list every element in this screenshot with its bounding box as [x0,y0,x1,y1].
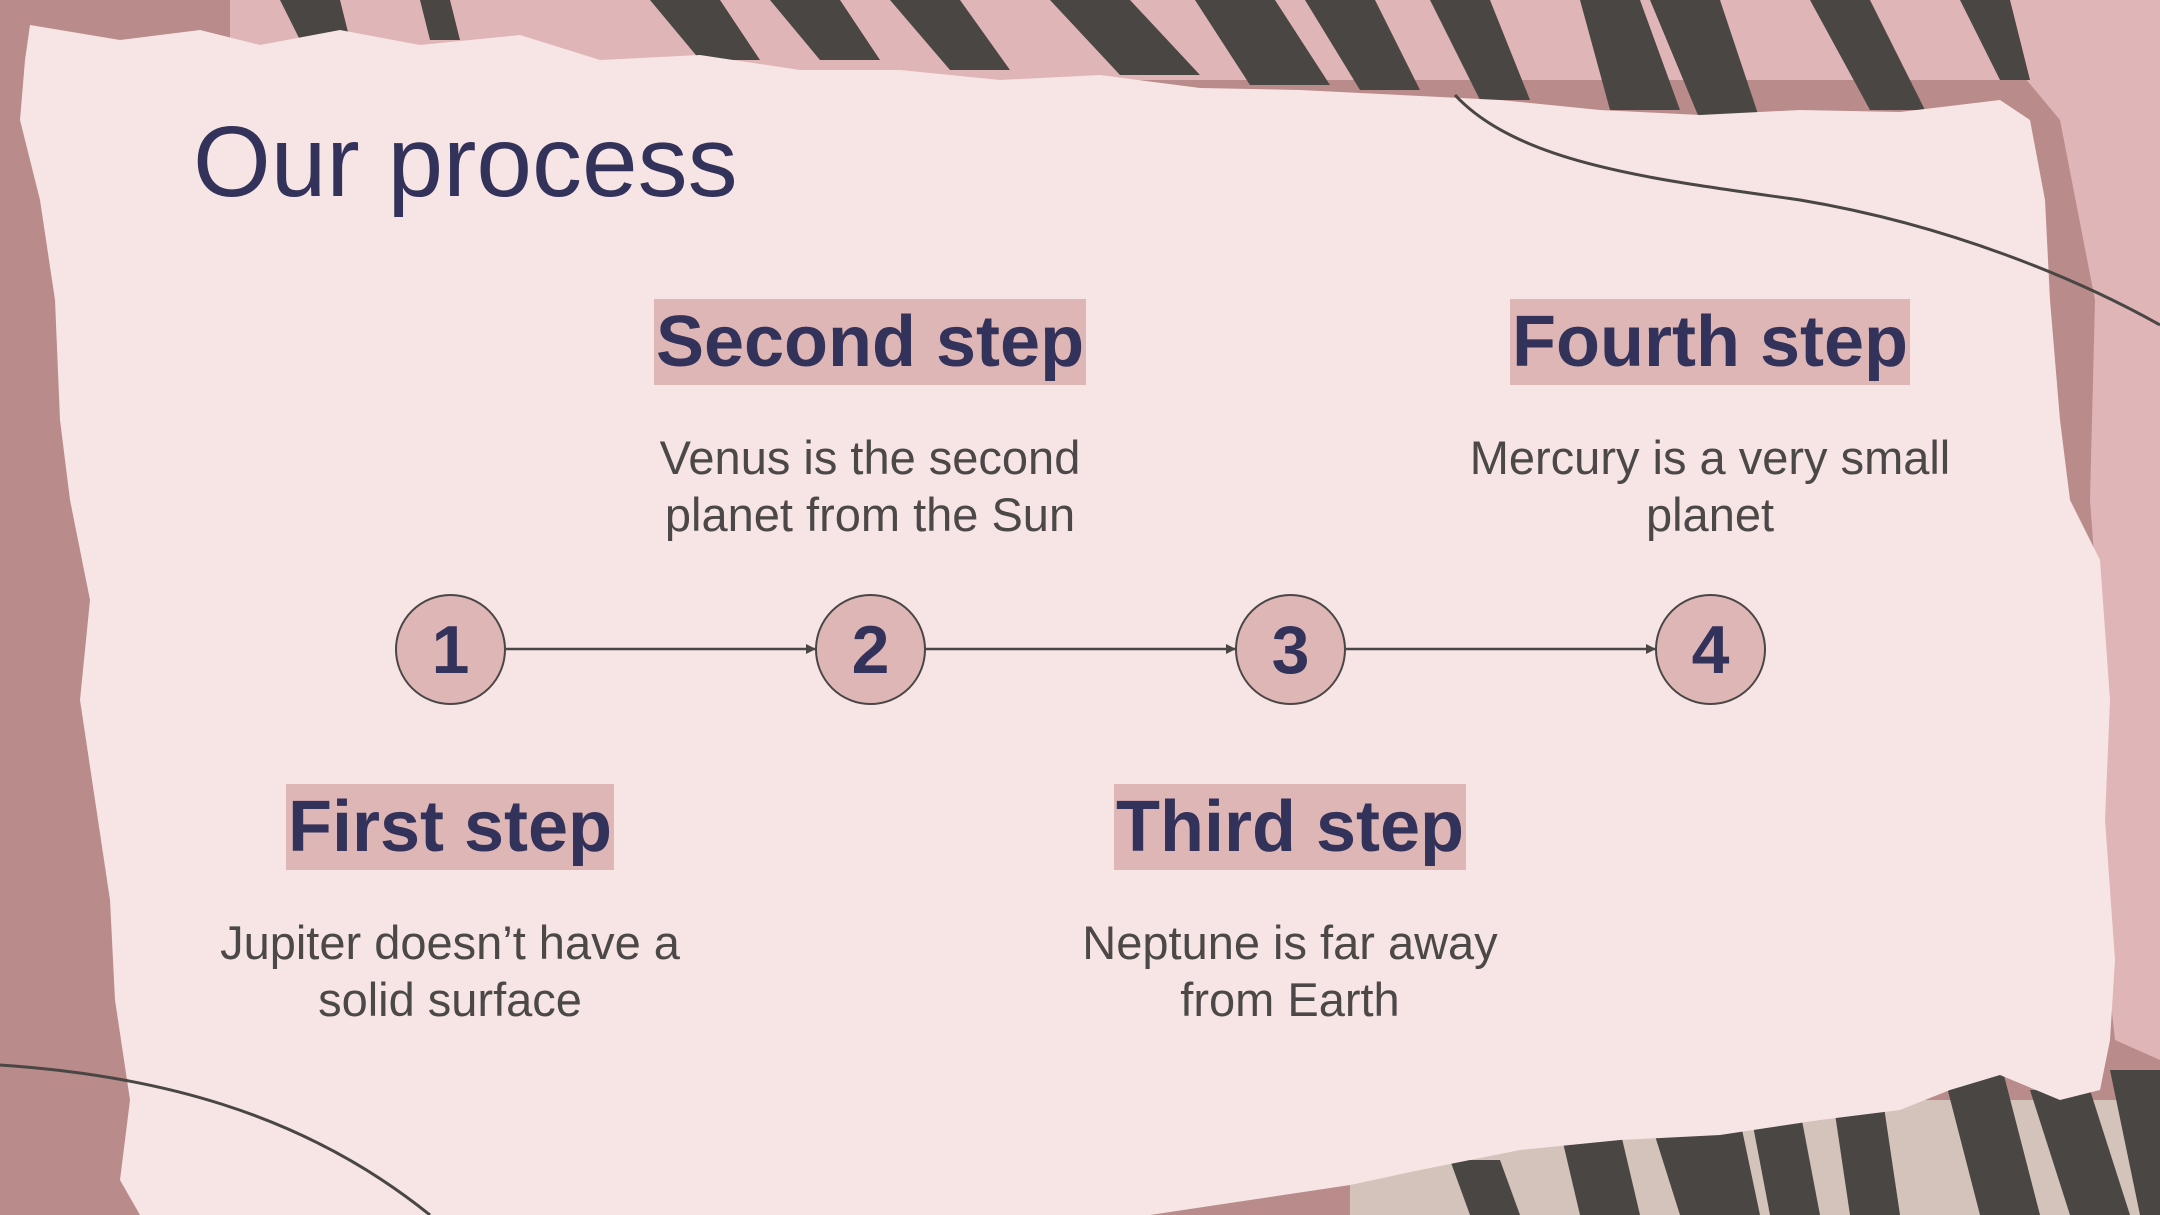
step-description-second: Venus is the second planet from the Sun [659,431,1081,541]
step-heading-fourth: Fourth step [1510,299,1910,385]
step-node-4: 4 [1655,594,1766,705]
step-heading-second: Second step [653,299,1087,385]
step-number-3: 3 [1271,611,1310,688]
step-node-2: 2 [815,594,926,705]
step-description-first: Jupiter doesn’t have a solid surface [220,916,680,1026]
step-number-1: 1 [431,611,470,688]
step-node-1: 1 [395,594,506,705]
top-stripes [280,0,2030,120]
step-description-fourth: Mercury is a very small planet [1469,431,1951,541]
slide-title: Our process [193,106,738,218]
step-number-2: 2 [851,611,890,688]
step-node-3: 3 [1235,594,1346,705]
step-description-third: Neptune is far away from Earth [1082,916,1498,1026]
step-heading-first: First step [285,784,615,870]
step-number-4: 4 [1691,611,1730,688]
step-heading-third: Third step [1113,784,1467,870]
